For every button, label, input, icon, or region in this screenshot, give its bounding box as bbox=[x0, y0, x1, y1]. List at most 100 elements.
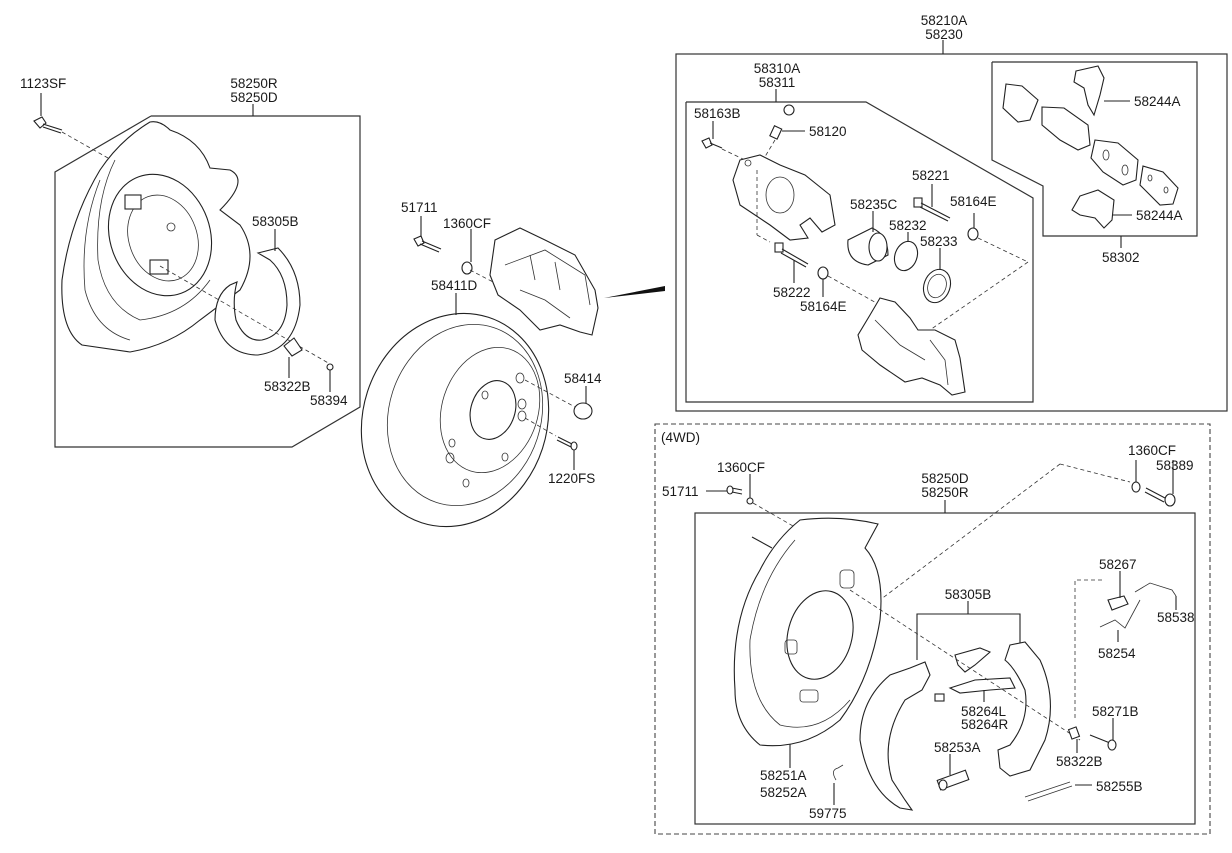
dash-housing-2 bbox=[756, 234, 771, 243]
boot-58233-icon bbox=[922, 268, 952, 304]
screw-1220fs-icon bbox=[556, 436, 578, 451]
label-58322b-4wd[interactable]: 58322B bbox=[1056, 754, 1103, 769]
bolt-1123sf-icon bbox=[33, 116, 63, 134]
guide-rod-58221-icon bbox=[913, 197, 951, 222]
dash-shoe-4wd bbox=[849, 589, 1081, 741]
label-58255b[interactable]: 58255B bbox=[1096, 779, 1143, 794]
guide-rod-58222-icon bbox=[774, 242, 809, 268]
label-58235c[interactable]: 58235C bbox=[850, 197, 898, 212]
pin-58271b-head-icon bbox=[1107, 739, 1117, 751]
pad-clip-upper-icon bbox=[1073, 65, 1105, 117]
small-pin-icon bbox=[751, 536, 773, 549]
label-58250d[interactable]: 58250D bbox=[230, 90, 278, 105]
dash-1220fs bbox=[524, 417, 557, 437]
label-58244a-upper[interactable]: 58244A bbox=[1134, 94, 1181, 109]
plug-58414-icon bbox=[573, 402, 593, 420]
label-58267[interactable]: 58267 bbox=[1099, 557, 1137, 572]
bolt-51711-icon bbox=[413, 235, 442, 253]
brake-disc-icon bbox=[360, 312, 550, 528]
pin-58271b-icon bbox=[1089, 734, 1111, 744]
label-58305b-4wd[interactable]: 58305B bbox=[944, 587, 992, 602]
label-58233[interactable]: 58233 bbox=[920, 234, 958, 249]
label-59775[interactable]: 59775 bbox=[809, 806, 847, 821]
callout-arrow-icon bbox=[604, 286, 665, 298]
label-58222[interactable]: 58222 bbox=[773, 285, 811, 300]
label-58389[interactable]: 58389 bbox=[1156, 458, 1194, 473]
label-58163b[interactable]: 58163B bbox=[694, 106, 741, 121]
adjuster-block-icon bbox=[934, 693, 945, 702]
disc-caliper-group bbox=[360, 216, 665, 528]
label-58210a[interactable]: 58210A bbox=[920, 13, 968, 28]
dash-58164e-upper-2 bbox=[929, 261, 1029, 331]
dash-58164e-lower bbox=[827, 275, 881, 306]
label-58264l[interactable]: 58264L bbox=[961, 704, 1007, 719]
label-58264r[interactable]: 58264R bbox=[961, 717, 1009, 732]
label-58311[interactable]: 58311 bbox=[758, 75, 796, 90]
washer-1360cf-4wd-left-icon bbox=[746, 497, 754, 505]
adjuster-58253a-icon bbox=[936, 769, 970, 791]
washer-1360cf-4wd-right-icon bbox=[1131, 481, 1141, 493]
spring-58254-icon bbox=[1099, 599, 1141, 629]
label-1360cf[interactable]: 1360CF bbox=[443, 216, 492, 231]
label-58254[interactable]: 58254 bbox=[1098, 646, 1136, 661]
caliper-housing-icon bbox=[732, 154, 836, 241]
label-58250r[interactable]: 58250R bbox=[230, 76, 278, 91]
label-58244a-lower[interactable]: 58244A bbox=[1136, 208, 1183, 223]
label-58305b-2wd[interactable]: 58305B bbox=[252, 214, 299, 229]
label-58252a[interactable]: 58252A bbox=[760, 785, 807, 800]
brake-shoe-4wd-right-icon bbox=[997, 641, 1051, 777]
label-58538[interactable]: 58538 bbox=[1157, 610, 1195, 625]
label-58250d-4wd[interactable]: 58250D bbox=[921, 471, 969, 486]
label-58322b-2wd[interactable]: 58322B bbox=[264, 379, 311, 394]
label-58120[interactable]: 58120 bbox=[809, 124, 847, 139]
lever-upper-icon bbox=[954, 647, 992, 673]
lever-58264-icon bbox=[948, 677, 1016, 694]
label-58414[interactable]: 58414 bbox=[564, 371, 602, 386]
bolt-58163b-icon bbox=[701, 137, 723, 149]
spring-cup-4wd-icon bbox=[1067, 726, 1081, 740]
dash-58389-b bbox=[879, 463, 1061, 601]
backing-plate-4wd-icon bbox=[733, 517, 882, 747]
dash-1360cf bbox=[469, 269, 496, 284]
label-58302[interactable]: 58302 bbox=[1102, 250, 1140, 265]
label-1123sf[interactable]: 1123SF bbox=[20, 76, 67, 91]
label-58250r-4wd[interactable]: 58250R bbox=[921, 485, 969, 500]
piston-58235c-icon bbox=[847, 227, 889, 266]
boot-58164e-lower-icon bbox=[817, 266, 829, 280]
brake-pads-icon bbox=[1002, 83, 1179, 206]
label-1360cf-4wd-left[interactable]: 1360CF bbox=[717, 460, 766, 475]
caliper-assembly-frame bbox=[675, 53, 1228, 412]
label-58253a[interactable]: 58253A bbox=[934, 740, 981, 755]
label-1220fs[interactable]: 1220FS bbox=[548, 471, 596, 486]
label-58232[interactable]: 58232 bbox=[889, 218, 927, 233]
spring-58538-icon bbox=[1134, 582, 1177, 597]
label-58411d[interactable]: 58411D bbox=[431, 278, 478, 293]
caliper-assembly-group bbox=[675, 40, 1228, 412]
label-51711-4wd[interactable]: 51711 bbox=[662, 484, 699, 499]
pin-58394-icon bbox=[326, 363, 334, 371]
caliper-icon bbox=[489, 227, 599, 336]
washer-1360cf-icon bbox=[461, 261, 473, 275]
label-58230[interactable]: 58230 bbox=[925, 27, 963, 42]
label-58164e-upper[interactable]: 58164E bbox=[950, 194, 997, 209]
clip-59775-icon bbox=[833, 764, 844, 781]
brake-shoe-2wd-icon bbox=[214, 247, 301, 356]
pad-clip-lower-icon bbox=[1071, 189, 1115, 229]
spring-cup-2wd-icon bbox=[283, 337, 303, 357]
label-58310a[interactable]: 58310A bbox=[753, 61, 801, 76]
label-4wd: (4WD) bbox=[661, 430, 700, 445]
label-51711[interactable]: 51711 bbox=[401, 200, 438, 215]
label-58271b[interactable]: 58271B bbox=[1092, 704, 1139, 719]
dash-1123sf bbox=[61, 131, 109, 159]
caliper-carrier-icon bbox=[857, 297, 966, 396]
dash-58414 bbox=[524, 379, 576, 408]
label-58251a[interactable]: 58251A bbox=[760, 768, 807, 783]
backing-plate-2wd-group bbox=[33, 93, 361, 448]
label-1360cf-4wd-right[interactable]: 1360CF bbox=[1128, 443, 1177, 458]
4wd-frame bbox=[654, 423, 1211, 835]
label-58394[interactable]: 58394 bbox=[310, 393, 348, 408]
dash-58389-a bbox=[1059, 463, 1131, 483]
label-58164e-lower[interactable]: 58164E bbox=[800, 299, 847, 314]
label-58221[interactable]: 58221 bbox=[912, 168, 950, 183]
